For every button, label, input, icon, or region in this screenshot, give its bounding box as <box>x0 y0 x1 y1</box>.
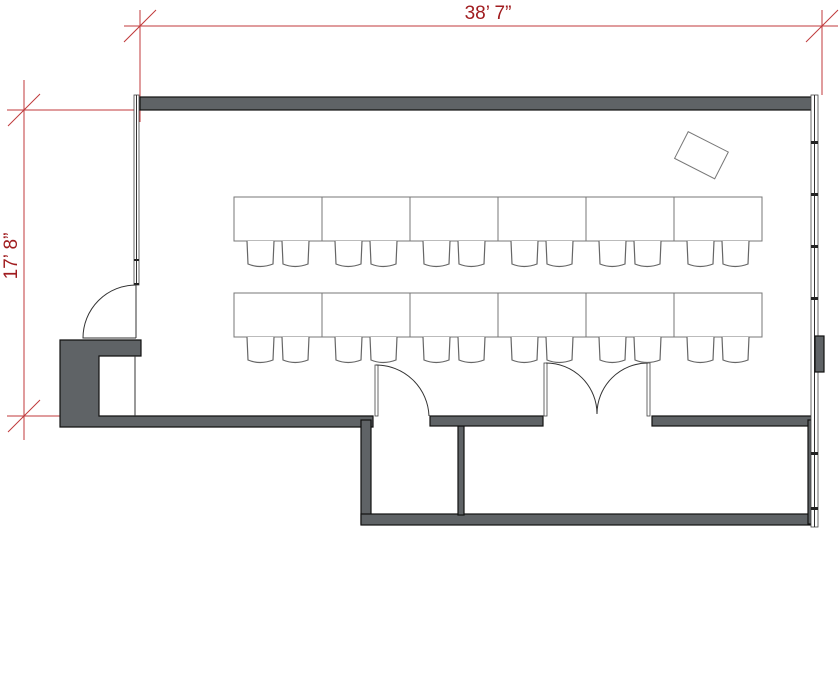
window-mullion <box>134 283 139 285</box>
width-label: 38’ 7” <box>465 3 512 24</box>
left-wall-block <box>59 339 374 428</box>
window-mullion <box>811 245 818 248</box>
corridor-wall-left <box>360 419 372 525</box>
chair <box>721 336 750 364</box>
chair <box>457 240 486 268</box>
window-mullion <box>811 507 818 510</box>
table <box>673 196 763 242</box>
chair <box>457 336 486 364</box>
bottom-wall <box>360 513 816 526</box>
table <box>585 196 675 242</box>
chair <box>281 240 310 268</box>
window-mullion <box>811 193 818 196</box>
chair <box>246 336 275 364</box>
double-door[interactable] <box>543 362 651 417</box>
chair <box>369 336 398 364</box>
chair <box>334 336 363 364</box>
depth-dimension: 17’ 8” <box>1 80 155 440</box>
side-table <box>673 130 729 180</box>
window-mullions <box>134 141 818 510</box>
chair <box>598 336 627 364</box>
chair <box>545 336 574 364</box>
table <box>409 196 499 242</box>
depth-label: 17’ 8” <box>1 233 22 280</box>
chair <box>633 336 662 364</box>
table <box>585 292 675 338</box>
window-mullion <box>811 297 818 300</box>
window-mullion <box>811 141 818 144</box>
table <box>233 196 323 242</box>
table <box>409 292 499 338</box>
table <box>673 292 763 338</box>
chair <box>422 240 451 268</box>
chair <box>510 336 539 364</box>
chair <box>633 240 662 268</box>
left-door[interactable] <box>82 284 137 339</box>
table <box>233 292 323 338</box>
doors <box>82 284 651 417</box>
chair <box>721 240 750 268</box>
front-wall-right <box>651 415 816 427</box>
table <box>321 196 411 242</box>
walls <box>59 94 825 528</box>
table <box>497 292 587 338</box>
window-mullion <box>811 452 818 455</box>
chair <box>545 240 574 268</box>
chair <box>334 240 363 268</box>
front-wall-middle <box>429 415 544 427</box>
chair <box>686 336 715 364</box>
width-dimension: 38’ 7” <box>123 3 839 122</box>
chair <box>281 336 310 364</box>
table <box>321 292 411 338</box>
chair <box>369 240 398 268</box>
chair <box>422 336 451 364</box>
chair <box>598 240 627 268</box>
table <box>497 196 587 242</box>
chair <box>510 240 539 268</box>
chair <box>686 240 715 268</box>
window-mullion <box>134 259 139 261</box>
front-door[interactable] <box>374 364 430 417</box>
right-column <box>814 335 825 373</box>
chair <box>246 240 275 268</box>
top-wall <box>139 96 816 111</box>
furniture <box>233 196 763 364</box>
partition-wall <box>457 425 465 516</box>
